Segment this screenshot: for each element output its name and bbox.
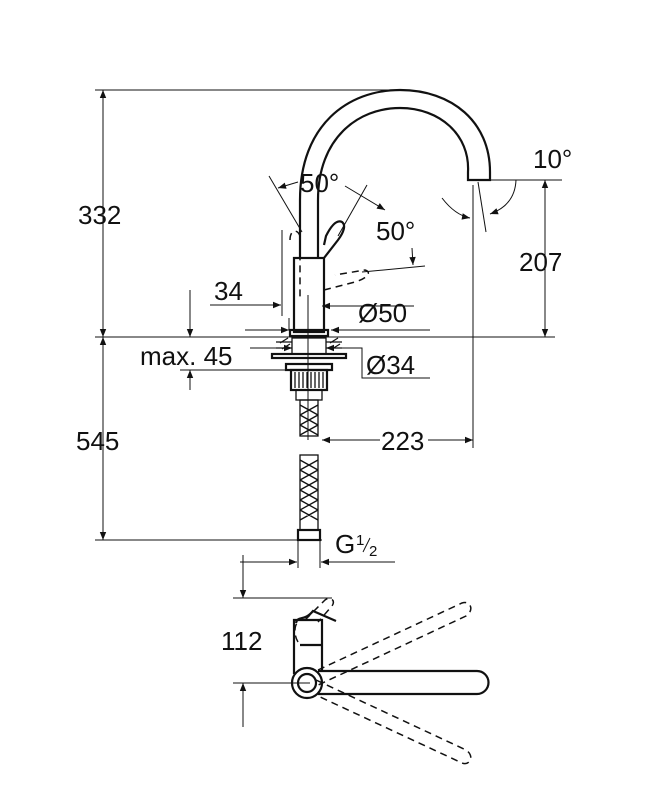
dimension-545: 545: [76, 337, 119, 540]
dim-10deg-label: 10°: [533, 144, 572, 174]
dim-545-label: 545: [76, 426, 119, 456]
dim-50deg-side-label: 50°: [376, 216, 415, 246]
dim-112-label: 112: [221, 626, 262, 656]
thread-denominator: 2: [369, 543, 377, 560]
dimension-207: 207: [519, 180, 562, 337]
faucet-body: [288, 256, 330, 440]
dimension-223: 223: [322, 422, 473, 456]
dimension-diameter-34: Ø34: [250, 344, 430, 380]
thread-g-label: G: [335, 529, 355, 559]
dim-207-label: 207: [519, 247, 562, 277]
top-view: 112: [221, 555, 490, 765]
reference-lines: [95, 89, 562, 541]
dim-50deg-up-label: 50°: [300, 168, 339, 198]
dimension-50-degree-up: 50°: [277, 168, 386, 211]
dimension-332: 332: [78, 90, 121, 337]
lever: [268, 175, 426, 300]
thread-numerator: 1: [356, 532, 364, 549]
mounting-assembly: [270, 337, 348, 401]
dim-332-label: 332: [78, 200, 121, 230]
dimension-max-45: max. 45: [140, 290, 286, 390]
dim-max-45-label: max. 45: [140, 341, 233, 371]
dim-diameter-50-label: Ø50: [358, 298, 407, 328]
dim-diameter-34-label: Ø34: [366, 350, 415, 380]
dimension-diameter-50: Ø50: [245, 298, 430, 334]
dimension-10-degree: 10°: [441, 144, 572, 233]
dimension-50-degree-side: 50°: [376, 216, 416, 266]
dimension-thread-g-half: G 1 2: [240, 529, 395, 568]
dim-223-label: 223: [381, 426, 424, 456]
dim-34-label: 34: [214, 276, 243, 306]
dimension-34: 34: [210, 230, 283, 316]
spout: [298, 88, 492, 258]
supply-hoses: [296, 399, 322, 542]
